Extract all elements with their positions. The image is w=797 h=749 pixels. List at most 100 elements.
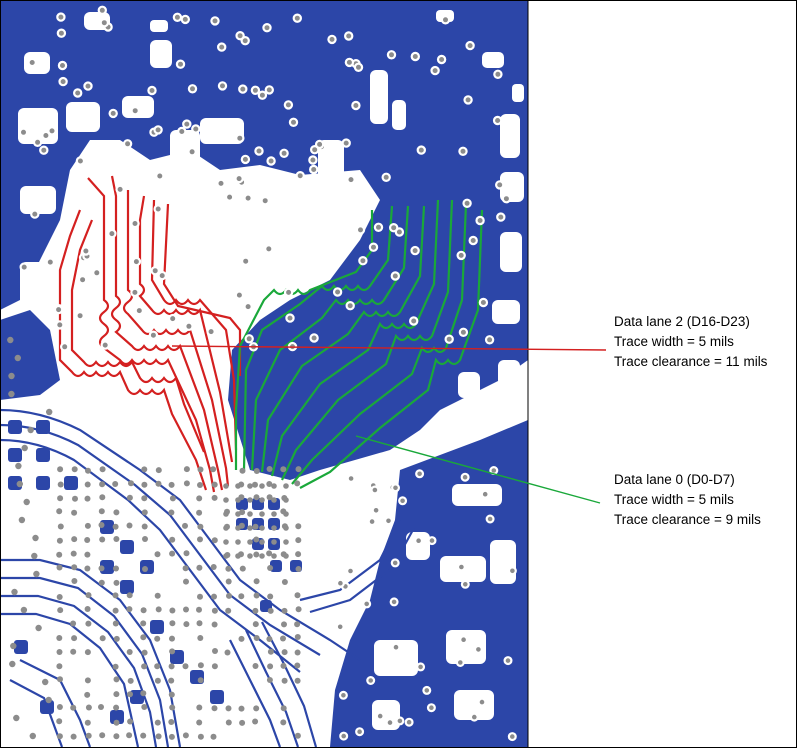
via bbox=[252, 663, 259, 669]
via bbox=[238, 84, 248, 94]
via bbox=[283, 539, 289, 545]
via bbox=[81, 246, 91, 256]
via bbox=[252, 621, 259, 628]
via bbox=[239, 719, 246, 726]
via bbox=[279, 148, 289, 158]
via bbox=[465, 40, 475, 51]
via bbox=[141, 523, 148, 530]
via bbox=[281, 649, 288, 656]
via bbox=[391, 483, 401, 493]
via bbox=[416, 662, 426, 672]
via bbox=[84, 677, 91, 684]
via bbox=[45, 257, 56, 267]
via bbox=[225, 719, 232, 726]
via bbox=[184, 321, 194, 331]
via bbox=[295, 523, 302, 530]
via bbox=[140, 620, 147, 627]
via bbox=[168, 677, 175, 684]
via bbox=[259, 511, 265, 517]
via bbox=[427, 536, 437, 546]
via bbox=[98, 565, 105, 572]
via bbox=[267, 565, 274, 571]
via bbox=[468, 235, 478, 246]
via bbox=[126, 494, 133, 501]
lane2-annotation: Data lane 2 (D16-D23) Trace width = 5 mi… bbox=[614, 312, 767, 372]
via bbox=[126, 522, 133, 529]
via bbox=[283, 100, 294, 110]
via bbox=[56, 704, 63, 710]
via bbox=[283, 525, 289, 531]
via bbox=[113, 676, 120, 683]
via bbox=[140, 732, 147, 739]
via bbox=[142, 566, 148, 572]
via bbox=[280, 662, 287, 669]
via bbox=[344, 31, 354, 41]
via bbox=[126, 606, 133, 613]
lane2-title: Data lane 2 (D16-D23) bbox=[614, 314, 750, 329]
via bbox=[77, 275, 88, 285]
via bbox=[112, 663, 119, 670]
via bbox=[141, 509, 148, 516]
via bbox=[281, 621, 287, 628]
via bbox=[211, 607, 218, 614]
via bbox=[113, 579, 120, 586]
via bbox=[294, 649, 301, 656]
via bbox=[250, 85, 261, 96]
via bbox=[285, 313, 295, 323]
via bbox=[238, 635, 245, 642]
via bbox=[47, 126, 57, 136]
via bbox=[98, 579, 105, 586]
via bbox=[168, 733, 175, 740]
via bbox=[85, 704, 92, 711]
via bbox=[169, 704, 176, 711]
via bbox=[235, 497, 241, 503]
via bbox=[98, 522, 105, 528]
via bbox=[389, 222, 399, 233]
via bbox=[211, 494, 218, 501]
via bbox=[266, 156, 276, 166]
via bbox=[126, 592, 133, 599]
via bbox=[197, 662, 204, 669]
via bbox=[46, 408, 53, 416]
via bbox=[182, 565, 189, 572]
via bbox=[414, 536, 424, 546]
via bbox=[168, 691, 175, 698]
via bbox=[456, 250, 466, 261]
via bbox=[211, 537, 218, 544]
via bbox=[56, 508, 63, 515]
via bbox=[353, 62, 364, 73]
via bbox=[244, 334, 254, 344]
via bbox=[294, 592, 301, 599]
via bbox=[141, 704, 148, 710]
via bbox=[253, 578, 260, 585]
via bbox=[169, 550, 176, 557]
via bbox=[436, 54, 447, 65]
via bbox=[113, 733, 120, 740]
via bbox=[70, 648, 77, 655]
via bbox=[57, 676, 63, 683]
via bbox=[346, 474, 356, 484]
via bbox=[147, 85, 157, 96]
via bbox=[57, 466, 64, 473]
via bbox=[327, 34, 337, 45]
via bbox=[196, 495, 203, 502]
via bbox=[253, 635, 260, 641]
via bbox=[8, 390, 15, 398]
via bbox=[175, 59, 186, 69]
via bbox=[391, 642, 401, 652]
via bbox=[243, 301, 253, 312]
via bbox=[169, 635, 175, 642]
via bbox=[113, 509, 120, 516]
via bbox=[72, 88, 83, 98]
via bbox=[223, 539, 229, 545]
via bbox=[462, 198, 472, 208]
via bbox=[267, 593, 274, 600]
via bbox=[332, 287, 343, 297]
via bbox=[235, 511, 241, 517]
via bbox=[294, 732, 301, 739]
via bbox=[493, 69, 503, 80]
via bbox=[71, 466, 78, 473]
via bbox=[85, 467, 91, 474]
via bbox=[84, 691, 91, 698]
via bbox=[225, 607, 232, 614]
